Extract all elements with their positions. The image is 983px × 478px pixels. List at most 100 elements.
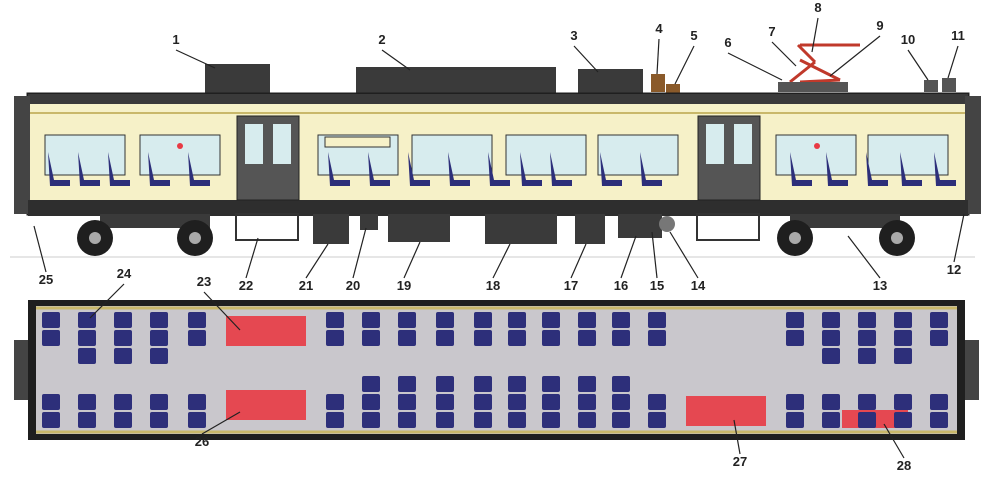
- roof-unit-2: [356, 67, 556, 94]
- seat: [436, 312, 454, 328]
- seat: [114, 348, 132, 364]
- callout-leader: [403, 241, 421, 279]
- seat: [326, 394, 344, 410]
- seat: [188, 330, 206, 346]
- seat: [150, 312, 168, 328]
- seat: [42, 312, 60, 328]
- seat: [436, 394, 454, 410]
- seat: [78, 330, 96, 346]
- callout-number: 11: [951, 28, 965, 43]
- seat-profile: [448, 152, 470, 186]
- window: [44, 134, 126, 176]
- seat: [188, 394, 206, 410]
- seat-profile: [188, 152, 210, 186]
- seat: [648, 412, 666, 428]
- window-marker: [177, 143, 183, 149]
- door-window: [273, 124, 291, 164]
- callout-leader: [669, 231, 699, 279]
- seat: [894, 330, 912, 346]
- callout-leader: [947, 45, 959, 79]
- seat: [612, 312, 630, 328]
- callout-leader: [883, 423, 905, 459]
- callout-number: 4: [655, 21, 663, 36]
- seat: [42, 330, 60, 346]
- seat: [930, 394, 948, 410]
- callout-leader: [573, 45, 599, 73]
- callout-number: 10: [901, 32, 915, 47]
- callout-leader: [651, 231, 658, 279]
- seat: [786, 330, 804, 346]
- seat: [578, 312, 596, 328]
- seat: [150, 394, 168, 410]
- callout-leader: [570, 243, 587, 279]
- seat: [786, 394, 804, 410]
- seat-profile: [488, 152, 510, 186]
- equipment-19: [388, 214, 450, 242]
- equipment-18: [485, 214, 557, 244]
- callout-number: 12: [947, 262, 961, 277]
- seat-profile: [790, 152, 812, 186]
- seat: [786, 312, 804, 328]
- callout-number: 23: [197, 274, 211, 289]
- callout-number: 18: [486, 278, 500, 293]
- seat: [858, 312, 876, 328]
- seat: [436, 330, 454, 346]
- seat: [930, 330, 948, 346]
- seat: [150, 330, 168, 346]
- callout-number: 5: [690, 28, 697, 43]
- bogie-right: [777, 214, 915, 256]
- seat: [612, 330, 630, 346]
- seat: [436, 376, 454, 392]
- callout-leader: [33, 225, 47, 273]
- seat: [150, 348, 168, 364]
- plan-seats: [42, 312, 948, 428]
- callout-leader: [674, 45, 695, 85]
- seat: [612, 394, 630, 410]
- seat: [508, 330, 526, 346]
- seat: [578, 412, 596, 428]
- window: [139, 134, 221, 176]
- seat: [822, 412, 840, 428]
- callout-number: 13: [873, 278, 887, 293]
- step-right: [696, 213, 760, 241]
- seat: [894, 312, 912, 328]
- seat-profile: [48, 152, 70, 186]
- window: [775, 134, 857, 176]
- seat: [474, 412, 492, 428]
- seat: [648, 330, 666, 346]
- callout-leader: [492, 243, 511, 279]
- seat-profile: [640, 152, 662, 186]
- seat: [78, 394, 96, 410]
- seat: [398, 412, 416, 428]
- window: [597, 134, 679, 176]
- callout-number: 6: [724, 35, 731, 50]
- seat: [542, 330, 560, 346]
- step-22: [235, 213, 299, 241]
- seat: [398, 330, 416, 346]
- seat-profile: [550, 152, 572, 186]
- seat: [858, 394, 876, 410]
- seat: [578, 330, 596, 346]
- seat: [508, 376, 526, 392]
- equipment-17: [575, 214, 605, 244]
- callout-number: 9: [876, 18, 883, 33]
- callout-number: 21: [299, 278, 313, 293]
- seat: [858, 348, 876, 364]
- plan-end-left: [14, 340, 28, 400]
- seat: [436, 412, 454, 428]
- seat: [114, 394, 132, 410]
- callout-number: 3: [570, 28, 577, 43]
- seat: [188, 312, 206, 328]
- callout-number: 25: [39, 272, 53, 287]
- seat: [326, 330, 344, 346]
- seat-profile: [600, 152, 622, 186]
- plan-view: [14, 300, 979, 440]
- equipment-14: [659, 216, 675, 232]
- roof-unit-3: [578, 69, 643, 94]
- callout-number: 2: [378, 32, 385, 47]
- seat-profile: [866, 152, 888, 186]
- side-view: [10, 43, 981, 258]
- window: [505, 134, 587, 176]
- seat: [114, 330, 132, 346]
